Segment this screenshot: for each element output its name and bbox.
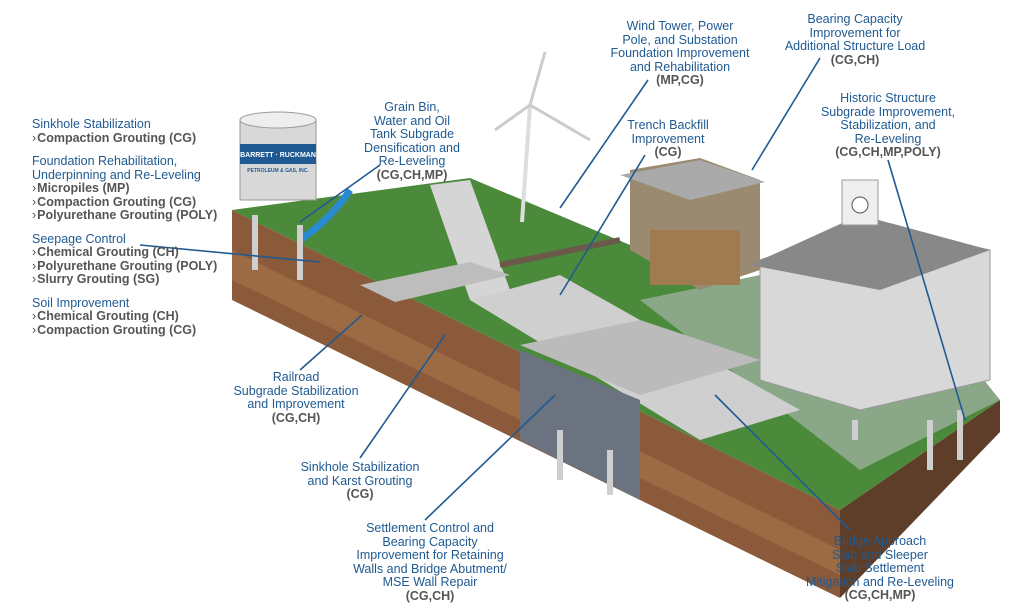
callout-line: and Improvement [247, 397, 345, 411]
callout-line: Historic Structure [840, 91, 936, 105]
legend-item: Compaction Grouting (CG) [32, 195, 217, 210]
callout-bearing-capacity: Bearing Capacity Improvement for Additio… [784, 12, 926, 67]
callout-line: Improvement for Retaining [356, 548, 504, 562]
legend-foundation: Foundation Rehabilitation, Underpinning … [32, 154, 217, 223]
callout-settlement: Settlement Control and Bearing Capacity … [353, 521, 507, 603]
legend-heading: Underpinning and Re-Leveling [32, 167, 201, 182]
callout-codes: (CG,CH,MP) [376, 167, 448, 182]
legend-item: Micropiles (MP) [32, 181, 217, 196]
callout-codes: (CG,CH,MP,POLY) [835, 145, 941, 159]
legend-soil: Soil Improvement Chemical Grouting (CH) … [32, 295, 217, 338]
callout-line: and Karst Grouting [307, 473, 413, 488]
callout-line: Slab and Sleeper [832, 547, 928, 562]
rail-crossing [360, 262, 510, 302]
callout-karst: Sinkhole Stabilization and Karst Groutin… [300, 460, 420, 502]
legend-seepage: Seepage Control Chemical Grouting (CH) P… [32, 231, 217, 287]
callout-line: Improvement for [809, 25, 901, 40]
callout-line: Densification and [364, 140, 460, 155]
legend-heading: Sinkhole Stabilization [32, 117, 151, 131]
legend-item: Slurry Grouting (SG) [32, 272, 217, 287]
callout-codes: (CG,CH) [830, 52, 880, 67]
callout-line: Water and Oil [374, 113, 450, 128]
callout-line: Additional Structure Load [784, 39, 926, 53]
wind-turbine [520, 104, 532, 223]
callout-line: Re-Leveling [378, 154, 446, 168]
callout-line: and Rehabilitation [629, 59, 731, 74]
callout-line: Wind Tower, Power [626, 19, 734, 33]
callout-line: Slab Settlement [835, 561, 925, 575]
callout-codes: (CG,CH) [405, 588, 455, 603]
callout-codes: (CG) [346, 487, 374, 501]
legend-item: Chemical Grouting (CH) [32, 309, 217, 324]
turbine-blade [494, 103, 531, 132]
callout-line: Stabilization, and [840, 118, 936, 132]
callout-historic: Historic Structure Subgrade Improvement,… [820, 91, 956, 160]
legend-sinkhole: Sinkhole Stabilization Compaction Grouti… [32, 117, 217, 146]
bridge-deck [520, 320, 760, 395]
legend-item: Polyurethane Grouting (POLY) [32, 208, 217, 223]
callout-line: Subgrade Stabilization [233, 383, 359, 398]
callout-line: Bridge Approach [833, 534, 927, 548]
callout-line: Sinkhole Stabilization [300, 460, 420, 474]
callout-line: Improvement [631, 131, 705, 146]
callout-line: Bearing Capacity [382, 534, 478, 549]
callout-bridge-approach: Bridge Approach Slab and Sleeper Slab Se… [805, 534, 955, 603]
callout-line: Re-Leveling [854, 131, 922, 146]
turbine-blade [528, 51, 547, 106]
grout-columns [252, 215, 963, 495]
legend-heading: Soil Improvement [32, 295, 130, 310]
tank-label-band [240, 144, 316, 164]
callout-codes: (CG,CH,MP) [844, 588, 916, 602]
stream [298, 188, 353, 243]
callout-line: Mitigation and Re-Leveling [805, 574, 955, 589]
callout-codes: (MP,CG) [656, 73, 704, 87]
legend-item: Polyurethane Grouting (POLY) [32, 259, 217, 274]
left-legend: Sinkhole Stabilization Compaction Grouti… [32, 117, 217, 338]
historic-roof [750, 215, 990, 290]
callout-codes: (CG,CH) [271, 410, 321, 425]
turbine-blade [529, 103, 591, 142]
callout-codes: (CG) [654, 145, 682, 159]
callout-railroad: Railroad Subgrade Stabilization and Impr… [233, 370, 359, 425]
tank-brand: BARRETT · RUCKMAN [240, 152, 316, 159]
callout-line: Walls and Bridge Abutment/ [353, 561, 507, 576]
callout-grain-bin: Grain Bin, Water and Oil Tank Subgrade D… [364, 100, 460, 182]
callout-line: Trench Backfill [627, 118, 709, 132]
legend-item: Compaction Grouting (CG) [32, 323, 217, 338]
legend-item: Chemical Grouting (CH) [32, 245, 217, 260]
callout-line: Settlement Control and [366, 521, 494, 535]
railroad-track [499, 237, 621, 268]
structure-roof [620, 160, 765, 200]
legend-heading: Seepage Control [32, 231, 126, 246]
brick-building [650, 230, 740, 285]
callout-line: Grain Bin, [384, 100, 440, 114]
callout-line: Bearing Capacity [807, 12, 903, 26]
legend-item: Compaction Grouting (CG) [32, 131, 217, 146]
callout-line: MSE Wall Repair [382, 575, 478, 589]
legend-heading: Foundation Rehabilitation, [32, 154, 178, 168]
callout-line: Pole, and Substation [622, 32, 738, 47]
tank-brand-sub: PETROLEUM & GAS, INC. [247, 168, 309, 174]
callout-line: Foundation Improvement [610, 46, 750, 60]
callout-line: Tank Subgrade [369, 127, 455, 141]
callout-line: Subgrade Improvement, [820, 104, 956, 119]
callout-trench: Trench Backfill Improvement (CG) [627, 118, 709, 160]
callout-wind-tower: Wind Tower, Power Pole, and Substation F… [610, 19, 750, 88]
tank-top [239, 111, 317, 129]
clock-icon [851, 196, 869, 214]
callout-line: Railroad [272, 370, 320, 384]
